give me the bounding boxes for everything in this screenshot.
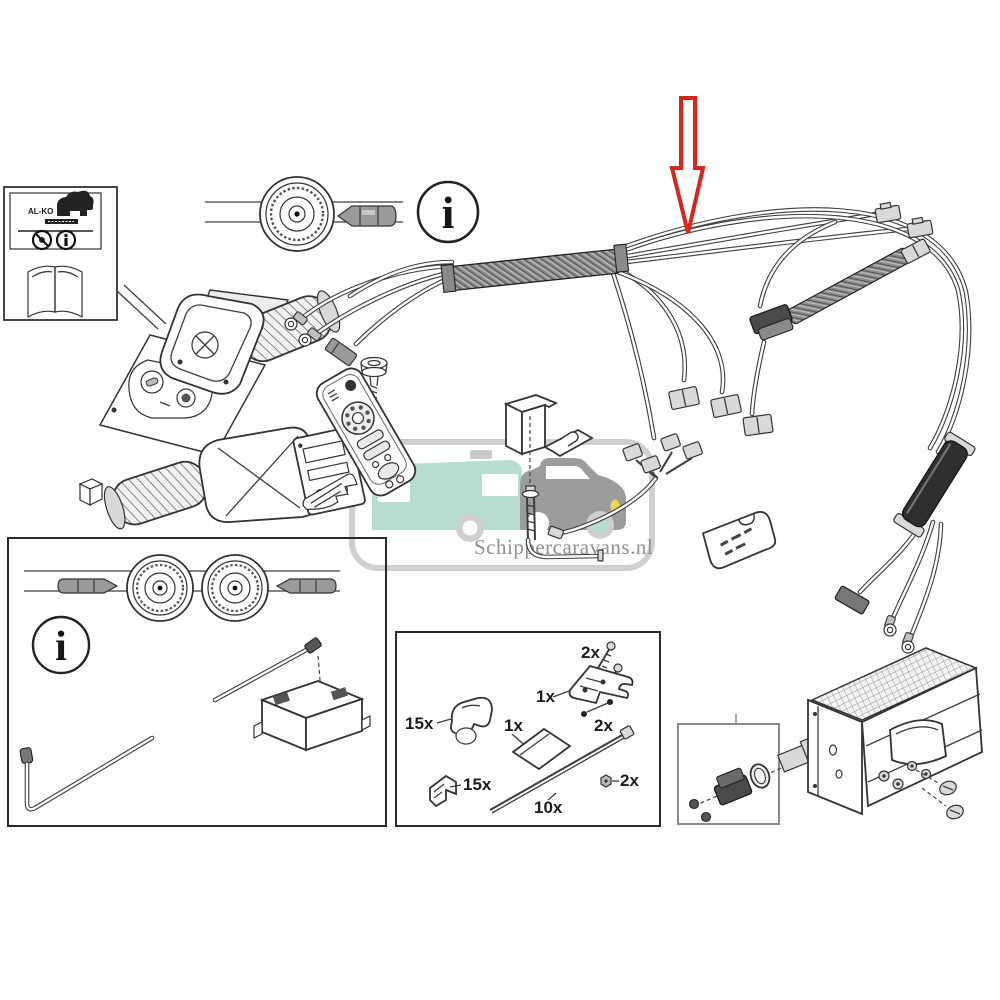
flat-connector (834, 585, 870, 615)
roller-detail-top: i (205, 176, 480, 252)
info-icon: i (416, 180, 480, 244)
caravan-roof-vent (470, 450, 492, 459)
qty-label-adhesive-pad: 1x (504, 716, 523, 735)
instructions-box: AL-KO (3, 186, 167, 330)
terminal-cap (946, 804, 964, 820)
ring-terminal (298, 327, 322, 347)
mounting-plate (568, 664, 634, 705)
screw (700, 811, 712, 823)
edge-clip (429, 774, 457, 808)
screw (688, 798, 700, 810)
motor-connector (710, 394, 742, 418)
connector-assembly-box (677, 714, 819, 825)
qty-label-bracket-plate: 1x (536, 687, 555, 706)
wiring-harness (284, 201, 976, 654)
small-screw (111, 407, 117, 413)
drive-pin (336, 205, 397, 227)
ring-terminal (883, 615, 897, 637)
battery-terminals (878, 760, 932, 790)
braided-power-lead (787, 247, 911, 325)
drive-roller (126, 554, 194, 622)
svg-text:i: i (55, 624, 67, 670)
highlight-arrow (669, 96, 706, 234)
control-unit-endcap (807, 698, 863, 816)
remote-body (315, 367, 417, 497)
qty-label-edge-clip: 15x (463, 775, 492, 794)
connector-housing (713, 767, 753, 806)
ring-terminal (284, 311, 308, 331)
remote-led (345, 379, 357, 391)
drive-pin (275, 578, 337, 594)
motor-connector (742, 413, 774, 437)
circled-i-icon (55, 229, 77, 251)
lock-nut (600, 774, 612, 788)
power-cable (19, 735, 155, 812)
fasteners-kit-box: 2x 1x 2x 15x 1x 15x (395, 631, 661, 827)
drive-unit-lower (103, 426, 366, 530)
connector-plug (900, 238, 931, 264)
qty-label-screws-top: 2x (581, 643, 600, 662)
connector-plug (874, 201, 902, 224)
remote-holder-clip (302, 473, 358, 510)
flat-connector (324, 337, 358, 367)
qty-label-cable-tie: 10x (534, 798, 563, 817)
part-label-tag (701, 511, 777, 570)
svg-text:i: i (442, 187, 455, 238)
manual-book-icon (27, 265, 83, 319)
remote-button (363, 440, 391, 461)
qty-label-cable-clamp: 15x (405, 714, 434, 733)
remote-button (356, 429, 384, 450)
car-window (546, 466, 590, 479)
heat-shrink-sleeve (893, 431, 976, 538)
motor-connector (668, 386, 700, 410)
power-connector (749, 304, 794, 341)
mounting-grommet (360, 356, 388, 413)
terminal-cap (939, 780, 957, 796)
qty-label-lock-nut: 2x (620, 771, 639, 790)
remote-control (302, 356, 417, 510)
drive-roller (201, 554, 269, 622)
drive-pin (57, 578, 119, 594)
info-icon: i (31, 615, 91, 675)
spare-part-cube (78, 478, 104, 506)
fixing-bolt (521, 485, 604, 562)
connector-plug (906, 216, 934, 239)
connector-cluster (547, 433, 703, 540)
braided-sleeve (440, 243, 630, 294)
qty-label-screws-mid: 2x (594, 716, 613, 735)
control-unit (807, 647, 983, 820)
adhesive-pad (511, 727, 572, 771)
installation-overview-box: i (7, 537, 387, 827)
mounting-bracket-assembly (503, 394, 604, 562)
brand-logo-text: AL-KO (28, 207, 53, 216)
cable-clamp (449, 696, 493, 745)
ring-terminal (901, 632, 915, 654)
gasket-ring (749, 763, 771, 789)
drive-roller (259, 176, 335, 252)
control-box-ecu (212, 637, 371, 752)
prohibition-icon (31, 229, 53, 251)
caravan-window (482, 474, 518, 496)
al-ko-mammoth-logo-icon (57, 190, 94, 216)
cable-tie (489, 725, 635, 814)
car-rear-wheel (527, 512, 549, 534)
